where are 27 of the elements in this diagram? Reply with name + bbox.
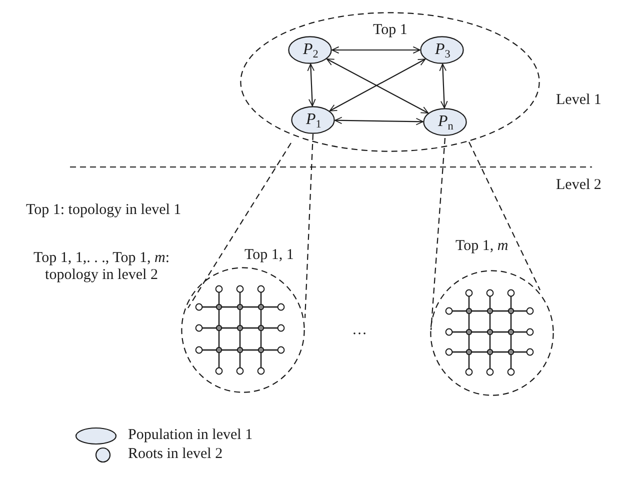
note-text: Top 1, 1,. . ., Top 1, m: topology in level 2 bbox=[32, 250, 170, 284]
population-ellipse bbox=[420, 36, 464, 64]
zoom-line bbox=[188, 142, 292, 308]
arrow bbox=[332, 46, 420, 54]
ellipsis: … bbox=[352, 322, 367, 338]
note-text: Top 1: topology in level 1 bbox=[26, 202, 182, 218]
population-name: P$_{3}$ bbox=[435, 40, 450, 60]
topology-name: Top 1 bbox=[373, 22, 408, 38]
level-1-ellipse bbox=[240, 12, 540, 152]
level-name: Level 2 bbox=[556, 177, 602, 194]
arrow bbox=[334, 116, 424, 126]
population-ellipse bbox=[288, 36, 332, 64]
level-name: Level 1 bbox=[556, 92, 602, 108]
population-name: P$_{1}$ bbox=[306, 110, 322, 130]
legend-text: Roots in level 2 bbox=[128, 446, 223, 462]
zoom-line bbox=[468, 142, 540, 290]
population-ellipse bbox=[423, 108, 467, 136]
zoom-line bbox=[430, 138, 446, 330]
topology-name: Top 1, m bbox=[456, 238, 508, 254]
population-name: P$_{n}$ bbox=[438, 112, 454, 132]
topology-name: Top 1, 1 bbox=[244, 246, 294, 263]
zoom-line bbox=[304, 134, 314, 318]
legend-text: Population in level 1 bbox=[128, 427, 253, 444]
arrow bbox=[307, 64, 316, 106]
arrow bbox=[439, 64, 448, 108]
population-ellipse bbox=[291, 106, 335, 134]
population-name: P$_{2}$ bbox=[303, 40, 318, 60]
